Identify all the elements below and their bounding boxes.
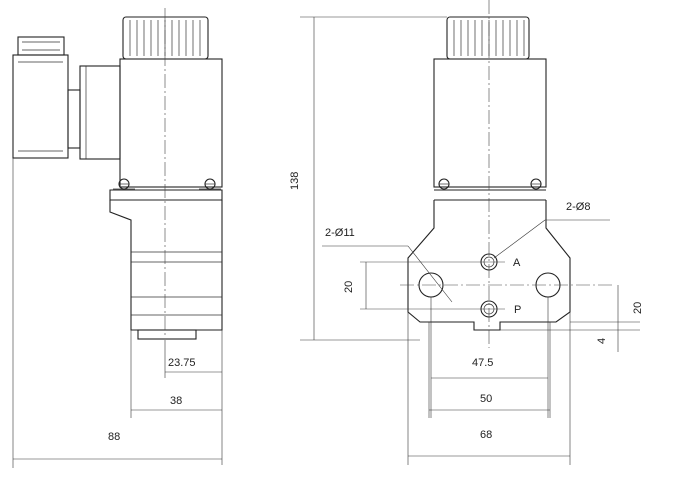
dim-20-left-label: 20 — [343, 281, 355, 293]
callout-2-d11: 2-Ø11 — [325, 227, 355, 239]
flange — [109, 189, 223, 201]
dim-138-label: 138 — [289, 172, 301, 190]
coil-body — [433, 58, 547, 188]
screw-icon — [530, 178, 542, 190]
callout-2-d8: 2-Ø8 — [566, 201, 590, 213]
side-view: 23.75 38 88 — [12, 8, 223, 468]
dim-38-label: 38 — [170, 395, 182, 407]
dim-50-label: 50 — [480, 393, 492, 405]
port-p-label: P — [514, 304, 521, 316]
dim-23-75-label: 23.75 — [168, 357, 196, 369]
screw-icon — [199, 178, 221, 190]
connector-cap — [17, 36, 65, 56]
dim-4-label: 4 — [596, 338, 608, 344]
screw-icon — [113, 178, 135, 190]
coil-body — [119, 58, 223, 188]
front-view: A P 2-Ø11 2-Ø8 138 20 20 4 47.5 — [289, 0, 644, 465]
seal-plate — [137, 329, 197, 340]
leader-2-d11 — [407, 245, 453, 303]
screw-icon — [438, 178, 450, 190]
valve-body — [109, 200, 223, 331]
knurl-lines — [129, 20, 201, 56]
mounting-plate — [407, 200, 571, 331]
dim-47-5-label: 47.5 — [472, 357, 493, 369]
dim-20-right-label: 20 — [632, 302, 644, 314]
port-a-label: A — [513, 257, 521, 269]
dim-88-label: 88 — [108, 431, 120, 443]
leader-2-d8 — [493, 219, 546, 259]
connector-plug — [12, 54, 69, 159]
connector-adapter — [67, 89, 81, 149]
knurled-knob — [122, 16, 209, 60]
knurl-lines — [453, 20, 525, 56]
dim-68-label: 68 — [480, 429, 492, 441]
